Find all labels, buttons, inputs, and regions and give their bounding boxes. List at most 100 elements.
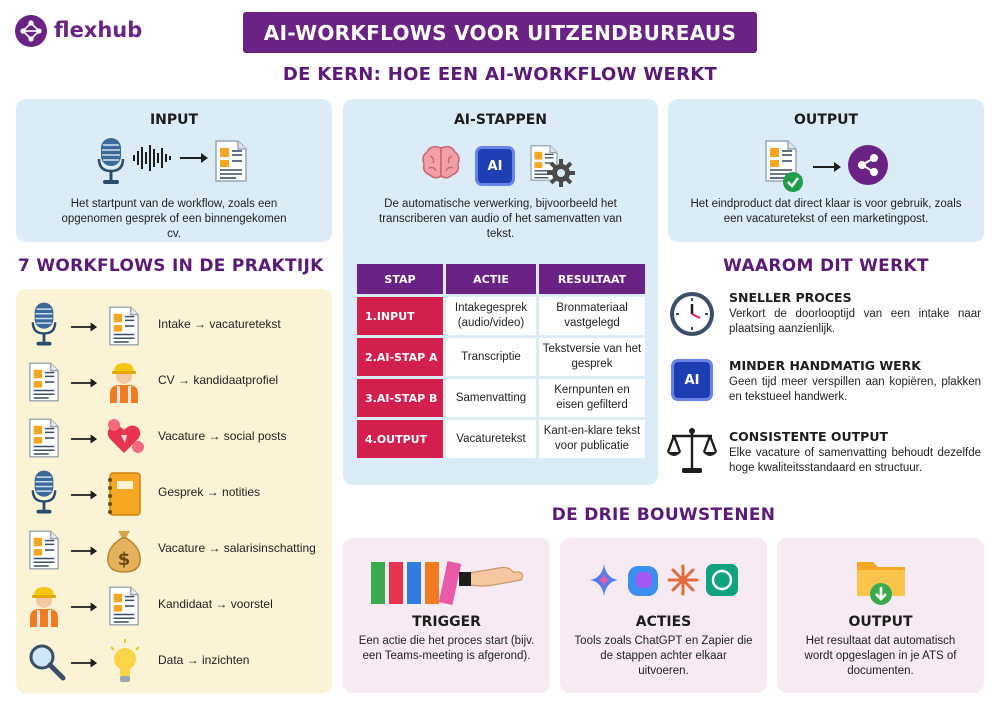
brain-icon	[422, 145, 460, 179]
arrow-icon	[70, 545, 98, 557]
list-item: $ Vacature → salarisinschatting	[28, 525, 328, 575]
benefit-text: Elke vacature of samenvatting behoudt de…	[729, 447, 981, 474]
arrow-icon	[70, 433, 98, 445]
table-header-stap: STAP	[357, 264, 443, 294]
page-title: AI-WORKFLOWS VOOR UITZENDBUREAUS	[263, 20, 737, 45]
ai-chip-icon: AI	[478, 149, 512, 183]
table-row: 1.INPUT Intakegesprek (audio/video) Bron…	[357, 297, 645, 335]
table-header-resultaat: RESULTAAT	[539, 264, 645, 294]
workflow-label: CV → kandidaatprofiel	[158, 373, 279, 387]
share-icon	[848, 145, 888, 185]
ai-chip-icon: AI	[674, 362, 710, 398]
output-title: OUTPUT	[794, 112, 858, 128]
clock-icon	[670, 292, 714, 336]
arrow-icon	[70, 321, 98, 333]
block-title: ACTIES	[635, 614, 692, 630]
document-icon	[108, 305, 140, 347]
table-header-actie: ACTIE	[446, 264, 536, 294]
ai-steps-panel: AI-STAPPEN AI De automatische verwerking…	[343, 99, 658, 485]
table-row: 4.OUTPUT Vacaturetekst Kant-en-klare tek…	[357, 420, 645, 458]
list-item: Intake → vacaturetekst	[28, 301, 328, 351]
benefits-heading: WAAROM DIT WERKT	[723, 256, 929, 276]
blocks-heading: DE DRIE BOUWSTENEN	[551, 505, 776, 525]
block-text: Een actie die het proces start (bijv. ee…	[358, 635, 535, 662]
table-cell-action: Samenvatting	[446, 379, 536, 417]
table-cell-action: Intakegesprek (audio/video)	[446, 297, 536, 335]
benefit-text: Geen tijd meer verspillen aan kopiëren, …	[729, 376, 981, 403]
gear-icon	[547, 159, 575, 187]
microphone-icon	[96, 137, 126, 187]
arrow-icon	[70, 489, 98, 501]
ai-steps-title: AI-STAPPEN	[453, 112, 548, 128]
checkmark-icon	[783, 172, 803, 192]
magnifier-icon	[29, 644, 66, 681]
document-icon	[214, 139, 248, 183]
document-icon	[28, 529, 60, 571]
benefit-title: SNELLER PROCES	[729, 290, 852, 305]
workflow-label: Intake → vacaturetekst	[158, 317, 281, 331]
scales-icon	[666, 428, 718, 473]
table-cell-result: Kant-en-klare tekst voor publicatie	[539, 420, 645, 458]
worker-icon	[24, 583, 64, 627]
table-cell-action: Vacaturetekst	[446, 420, 536, 458]
money-bag-icon: $	[107, 531, 141, 573]
block-title: OUTPUT	[848, 614, 913, 630]
ai-chip-label: AI	[684, 372, 700, 388]
microphone-icon	[30, 469, 58, 517]
microphone-icon	[30, 301, 58, 349]
output-panel: OUTPUT Het eindproduct dat direct klaar …	[668, 99, 984, 242]
block-text: Tools zoals ChatGPT en Zapier die de sta…	[574, 635, 753, 677]
workflow-label: Data → inzichten	[158, 653, 250, 667]
table-cell-step: 2.AI-STAP A	[357, 338, 443, 376]
flexhub-logo-icon	[15, 15, 47, 47]
input-text: Het startpunt van de workflow, zoals een…	[61, 198, 287, 240]
workflows-panel	[16, 289, 332, 693]
list-item: Kandidaat → voorstel	[28, 581, 328, 631]
list-item: Data → inzichten	[28, 637, 328, 687]
table-cell-result: Tekstversie van het gesprek	[539, 338, 645, 376]
table-cell-step: 4.OUTPUT	[357, 420, 443, 458]
benefit-title: MINDER HANDMATIG WERK	[729, 358, 921, 373]
workflow-label: Gesprek → notities	[158, 485, 261, 499]
output-card: OUTPUT Het resultaat dat automatisch wor…	[777, 538, 984, 693]
ai-steps-text: De automatische verwerking, bijvoorbeeld…	[379, 198, 622, 240]
input-title: INPUT	[149, 112, 199, 128]
table-row: 3.AI-STAP B Samenvatting Kernpunten en e…	[357, 379, 645, 417]
block-title: TRIGGER	[412, 614, 481, 630]
actions-card: ACTIES Tools zoals ChatGPT en Zapier die…	[560, 538, 767, 693]
dominoes-icon	[371, 561, 524, 605]
output-text: Het eindproduct dat direct klaar is voor…	[690, 198, 962, 225]
list-item: Gesprek → notities	[28, 469, 328, 519]
folder-download-icon	[857, 562, 905, 605]
workflows-heading: 7 WORKFLOWS IN DE PRAKTIJK	[18, 256, 324, 276]
lightbulb-icon	[110, 639, 140, 682]
document-icon	[108, 585, 140, 627]
soundwave-icon	[133, 145, 171, 171]
workflow-label: Vacature → social posts	[158, 429, 287, 443]
table-cell-action: Transcriptie	[446, 338, 536, 376]
steps-table: STAP ACTIE RESULTAAT 1.INPUT Intakegespr…	[354, 261, 648, 461]
arrow-icon	[179, 152, 209, 164]
list-item: Vacature → social posts	[28, 413, 328, 463]
worker-icon	[104, 359, 144, 403]
table-cell-result: Kernpunten en eisen gefilterd	[539, 379, 645, 417]
notebook-icon	[108, 472, 141, 516]
document-icon	[28, 417, 60, 459]
table-row: 2.AI-STAP A Transcriptie Tekstversie van…	[357, 338, 645, 376]
input-panel: INPUT Het startpunt van de workflow, zoa…	[16, 99, 332, 242]
table-header-row: STAP ACTIE RESULTAAT	[357, 264, 645, 294]
arrow-icon	[70, 657, 98, 669]
brand-name: flexhub	[54, 18, 143, 42]
block-text: Het resultaat dat automatisch wordt opge…	[804, 635, 957, 677]
table-cell-step: 3.AI-STAP B	[357, 379, 443, 417]
list-item: CV → kandidaatprofiel	[28, 357, 328, 407]
arrow-icon	[70, 601, 98, 613]
ai-chip-label: AI	[487, 158, 503, 174]
arrow-icon	[70, 377, 98, 389]
svg-text:$: $	[118, 549, 131, 570]
benefit-text: Verkort de doorlooptijd van een intake n…	[729, 308, 981, 335]
ai-tools-icon	[590, 564, 738, 596]
social-likes-icon	[107, 419, 144, 453]
table-cell-step: 1.INPUT	[357, 297, 443, 335]
brand-logo: flexhub	[14, 14, 154, 50]
